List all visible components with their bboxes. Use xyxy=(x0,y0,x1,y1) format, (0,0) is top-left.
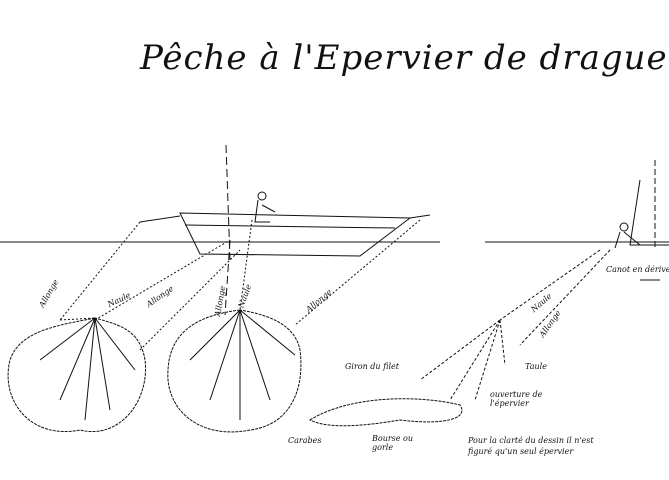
dragged-net xyxy=(308,398,463,427)
note-line-2: figuré qu'un seul épervier xyxy=(468,447,574,456)
label-taule: Taule xyxy=(525,362,547,371)
net-middle xyxy=(167,309,302,433)
net-lines xyxy=(59,219,421,351)
boat xyxy=(139,144,431,261)
right-net-lines xyxy=(419,249,611,401)
right-boat xyxy=(614,160,669,250)
label-bourse: Bourse ou gorle xyxy=(372,434,414,452)
label-giron: Giron du filet xyxy=(345,362,399,371)
note-line-1: Pour la clarté du dessin il n'est xyxy=(468,436,594,445)
label-canot: Canot en dérive xyxy=(606,265,669,274)
label-ouverture: ouverture de l'épervier xyxy=(490,390,543,408)
page-title: Pêche à l'Epervier de drague xyxy=(140,38,668,78)
label-carabes: Carabes xyxy=(288,436,322,445)
net-left xyxy=(7,317,147,432)
